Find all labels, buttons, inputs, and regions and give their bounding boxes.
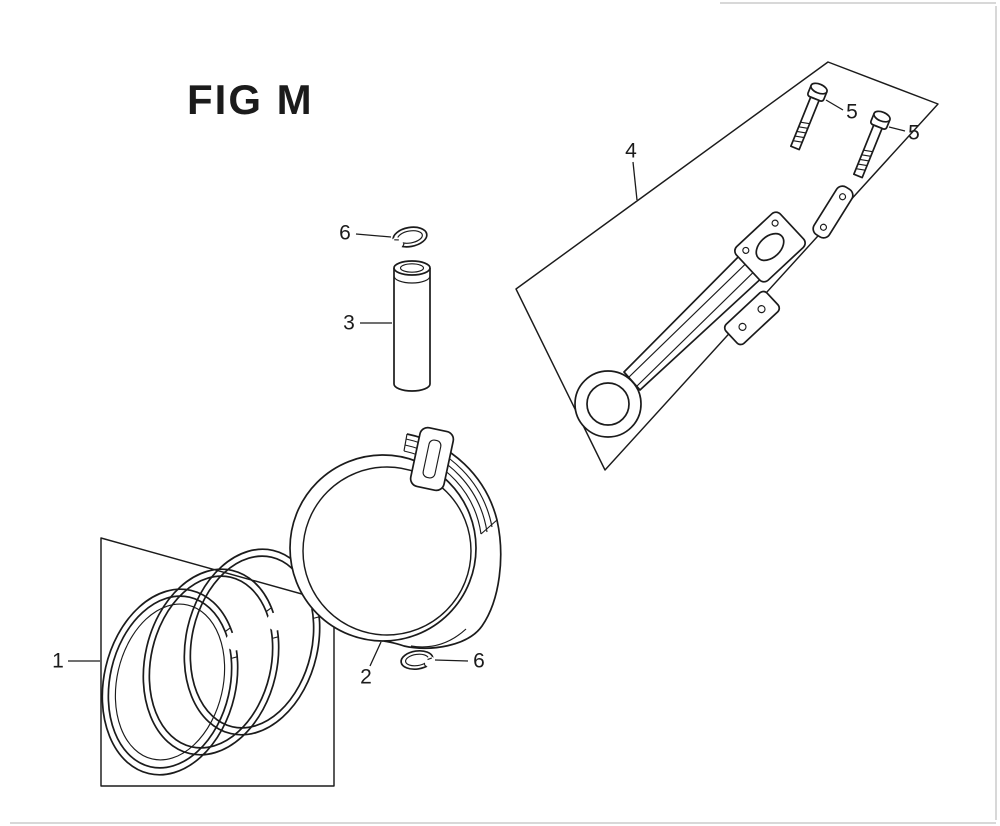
piston-body-outline	[383, 433, 502, 649]
callout-4: 4	[625, 140, 637, 163]
piston-pin-chamfer	[393, 275, 431, 284]
piston-pin	[393, 260, 431, 392]
callout-2: 2	[360, 666, 372, 689]
rod-bolt-b	[852, 110, 891, 179]
leader-lines	[68, 99, 906, 667]
figure-title: FIG M	[187, 76, 314, 123]
rod-small-end-bore	[586, 382, 630, 426]
callout-3: 3	[343, 312, 355, 335]
rod-bolt-a	[789, 82, 828, 151]
piston-pin-boss	[409, 426, 455, 492]
pin-clip-lower	[400, 649, 436, 671]
piston-ring-set-group-box	[100, 537, 335, 787]
leader-line-6a	[355, 233, 392, 238]
piston-skirt-edge	[410, 628, 467, 648]
callout-6a: 6	[339, 222, 351, 245]
piston-ring-set	[101, 548, 326, 776]
leader-line-2	[369, 641, 382, 667]
diagram-art	[68, 61, 939, 787]
callout-5a: 5	[846, 101, 858, 124]
leader-line-6b	[434, 659, 469, 662]
diagram-text: FIG M 1 2 3 4 5 5 6 6	[52, 76, 920, 689]
leader-line-4	[632, 161, 638, 201]
rod-cap	[812, 185, 854, 239]
pin-clip-upper	[390, 226, 428, 250]
connecting-rod	[574, 185, 854, 438]
rod-shaft-ibeam-line-b	[627, 245, 765, 379]
scan-edge-lines	[10, 2, 997, 824]
leader-line-5b	[888, 126, 906, 132]
piston-pin-top-face	[393, 260, 431, 276]
callout-6b: 6	[473, 650, 485, 673]
piston-oil-ring	[101, 588, 244, 776]
callout-1: 1	[52, 650, 64, 673]
rod-big-end	[734, 211, 806, 283]
rod-big-end-bore	[755, 232, 785, 262]
piston-pin-bore	[399, 263, 425, 273]
rod-small-end	[574, 370, 642, 438]
callout-5b: 5	[908, 122, 920, 145]
piston	[289, 426, 502, 649]
piston-crown	[289, 454, 477, 642]
piston-pin-body	[393, 268, 431, 392]
rod-shaft-ibeam-line-a	[636, 253, 773, 387]
leader-line-5a	[825, 99, 844, 111]
rod-bearing-bracket	[723, 290, 781, 346]
piston-crown-inner-edge	[302, 466, 472, 636]
